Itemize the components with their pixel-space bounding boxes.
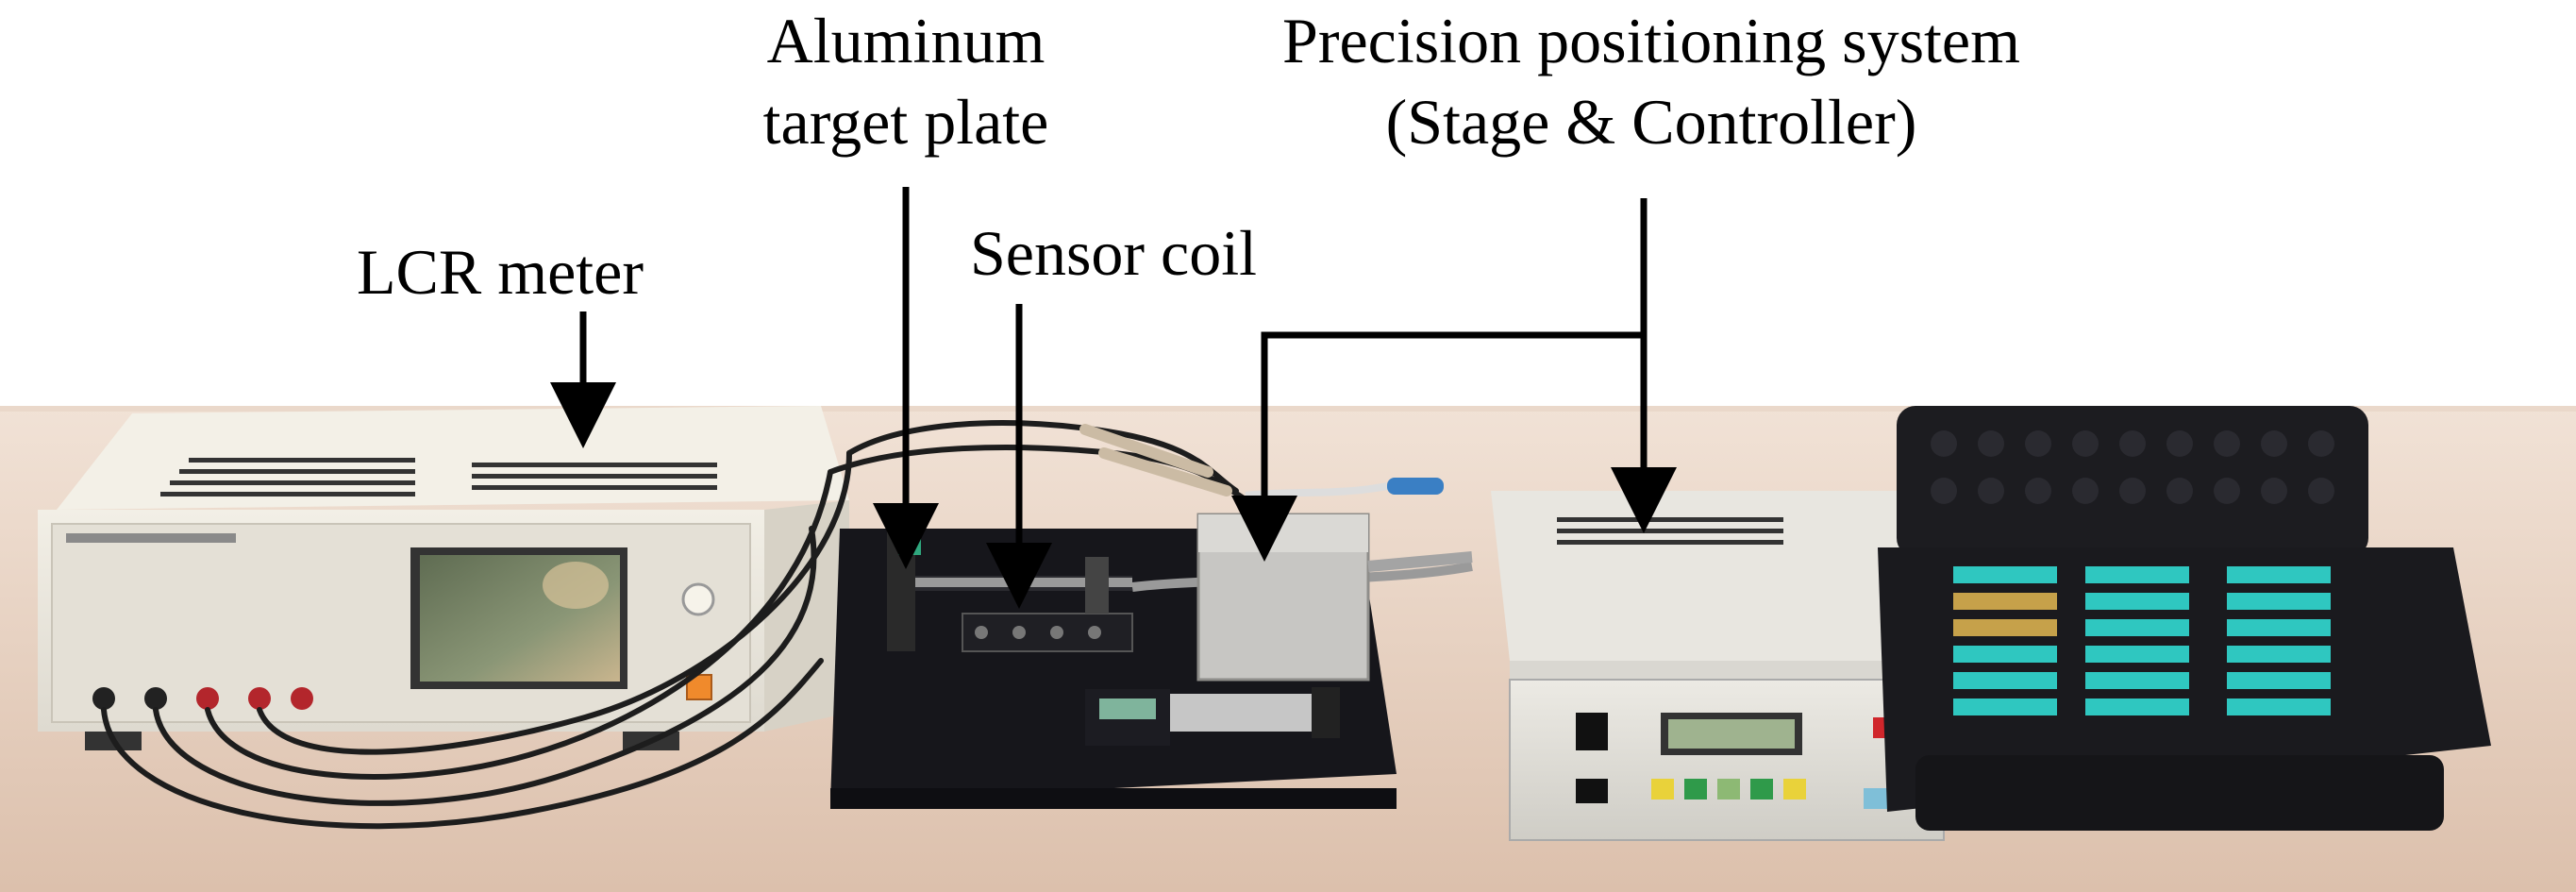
lcr-meter-text: LCR meter (356, 236, 644, 308)
sample-case (1878, 406, 2491, 831)
aluminum-plate-line-2: target plate (762, 86, 1049, 158)
sensor-coil-label: Sensor coil (915, 212, 1312, 294)
annotation-arrows (550, 187, 1677, 609)
positioning-line-2: (Stage & Controller) (1385, 86, 1917, 158)
sensor-coil-text: Sensor coil (969, 217, 1258, 289)
aluminum-target-plate-label: Aluminum target plate (679, 0, 1132, 162)
positioning-line-1: Precision positioning system (1282, 5, 2020, 76)
lcr-meter-device (38, 406, 849, 750)
controller-device (1491, 491, 1945, 841)
positioning-system-label: Precision positioning system (Stage & Co… (1217, 0, 2085, 162)
positioning-arrow-branch (1231, 331, 1644, 562)
lcr-meter-label: LCR meter (321, 231, 679, 312)
aluminum-plate-line-1: Aluminum (766, 5, 1045, 76)
clip-leads (1079, 424, 1444, 499)
